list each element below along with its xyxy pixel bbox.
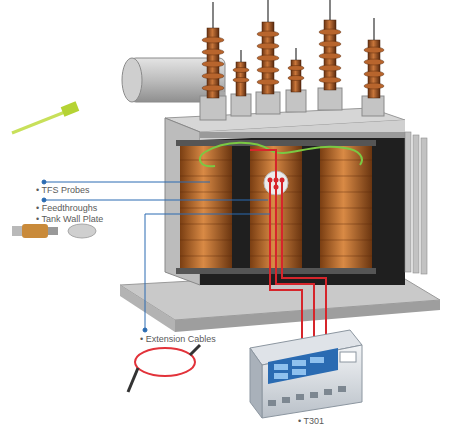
leader-lines — [42, 180, 270, 332]
probe-icon — [12, 101, 79, 133]
part-label: • Tank Wall Plate — [36, 214, 103, 225]
feedthrough-icon — [12, 224, 96, 238]
part-label: • Extension Cables — [140, 334, 216, 345]
part-label: • Feedthroughs — [36, 203, 97, 214]
part-label: • TFS Probes — [36, 185, 90, 196]
cable-icon — [128, 345, 200, 392]
part-label: • T301 — [298, 416, 324, 427]
